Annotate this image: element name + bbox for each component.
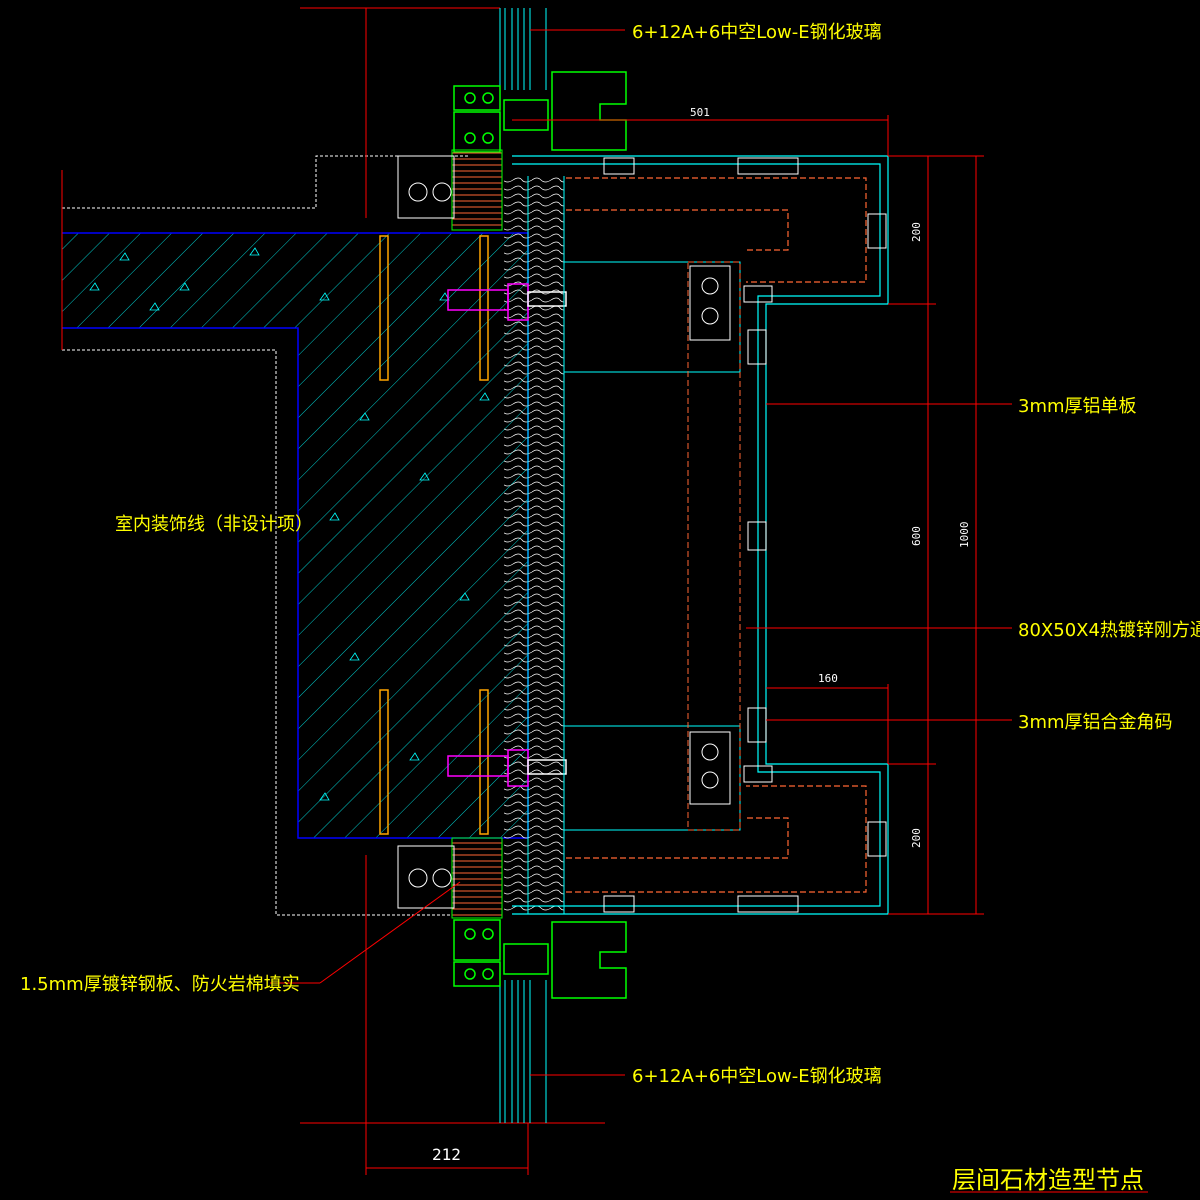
label-steel-tube: 80X50X4热镀锌刚方通: [1018, 620, 1200, 641]
anchor-bolts: [379, 235, 489, 835]
label-angle-bracket: 3mm厚铝合金角码: [1018, 712, 1173, 733]
transom-profile-top: [453, 71, 627, 153]
wall-lines: [61, 7, 605, 1125]
rock-wool-insulation: [504, 176, 565, 914]
dimension-lines: [365, 115, 984, 1175]
dim-upper-height: 200: [910, 222, 923, 242]
dim-total-height: 1000: [958, 522, 971, 549]
glass-unit-top: [499, 8, 547, 90]
dim-middle-height: 600: [910, 526, 923, 546]
concrete-aggregate: [89, 247, 490, 801]
drawing-title: 层间石材造型节点: [952, 1166, 1144, 1194]
interior-trim-outline: [62, 155, 470, 916]
leader-lines: [270, 29, 1148, 1193]
aluminum-panel: [512, 155, 889, 915]
label-fire-board: 1.5mm厚镀锌钢板、防火岩棉填实: [20, 974, 300, 995]
floor-slab: [62, 232, 529, 839]
dim-top-width: 501: [690, 106, 710, 119]
steel-brackets: [447, 283, 567, 787]
fire-board-bottom: [397, 837, 503, 919]
dim-lower-height: 200: [910, 828, 923, 848]
glass-unit-bottom: [499, 980, 547, 1123]
dim-bottom-width: 212: [432, 1145, 461, 1164]
label-glass-top: 6+12A+6中空Low-E钢化玻璃: [632, 22, 882, 43]
label-glass-bottom: 6+12A+6中空Low-E钢化玻璃: [632, 1066, 882, 1087]
transom-profile-bottom: [453, 919, 627, 999]
fire-board-top: [397, 149, 503, 231]
label-aluminum-panel: 3mm厚铝单板: [1018, 396, 1137, 417]
label-interior-trim: 室内装饰线（非设计项）: [115, 514, 313, 535]
steel-tube-frame: [563, 261, 741, 831]
dim-bracket-width: 160: [818, 672, 838, 685]
angle-clips: [603, 157, 887, 913]
